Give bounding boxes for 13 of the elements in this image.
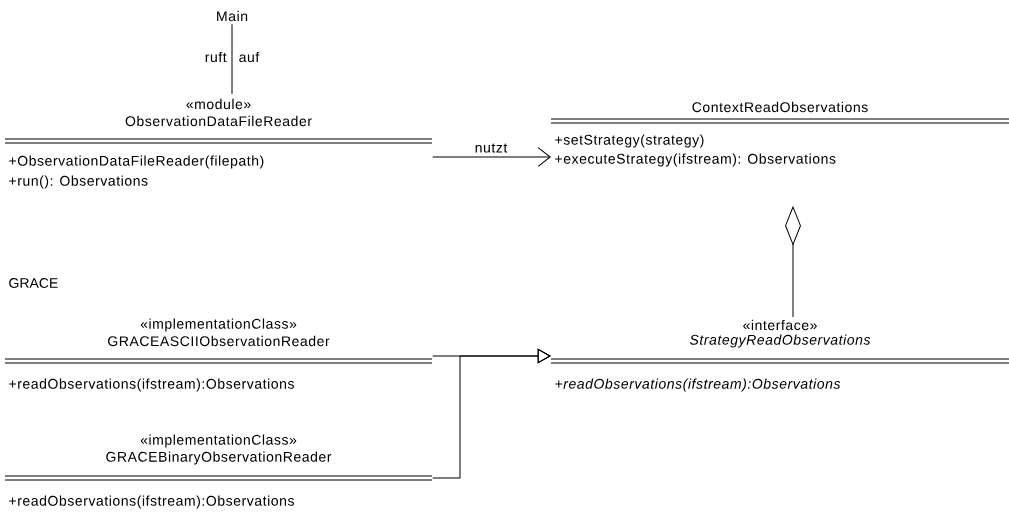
class-name: Main	[217, 10, 248, 22]
aggregation-line	[785, 206, 801, 318]
class-box: ContextReadObservations +setStrategy(strategy) +executeStrategy(ifstream): Observations	[550, 101, 1009, 167]
class-box: «implementationClass» GRACEBinaryObservationReader +readObservations(ifstream):Observations	[4, 434, 433, 509]
arrow	[432, 147, 551, 167]
edge-label: ruft auf	[205, 51, 260, 63]
class-box: «implementationClass» GRACEASCIIObservationReader +readObservations(ifstream):Observations	[4, 318, 433, 392]
edge-label: nutzt	[475, 143, 508, 153]
arrow	[432, 348, 551, 479]
class-box: «interface» StrategyReadObservations +readObservations(ifstream):Observations	[550, 319, 1009, 392]
connector-line	[231, 23, 233, 95]
package-label: GRACE	[9, 278, 58, 288]
class-box: «module» ObservationDataFileReader +ObservationDataFileReader(filepath) +run(): Observations	[4, 98, 433, 189]
